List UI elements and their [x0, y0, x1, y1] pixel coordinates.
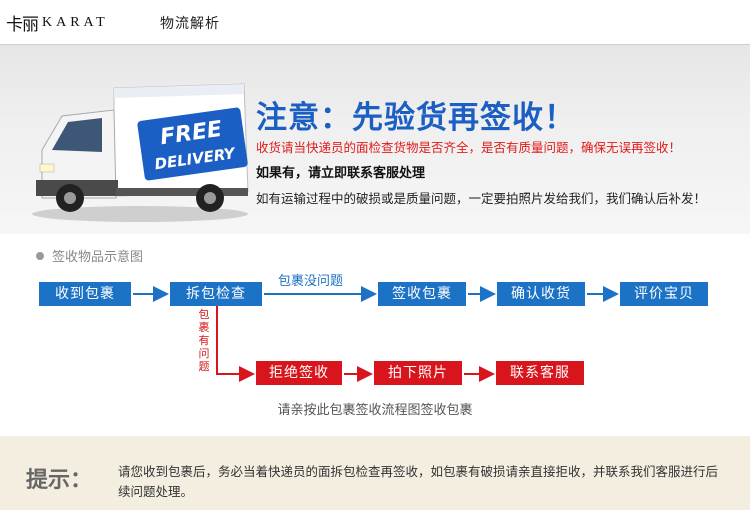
- step-inspect-package: 拆包检查: [170, 282, 262, 306]
- truck-shadow: [32, 206, 248, 222]
- step-sign-package: 签收包裹: [378, 282, 466, 306]
- truck-chassis: [116, 188, 248, 196]
- package-ok-label: 包裹没问题: [278, 274, 344, 289]
- arrow-inspect-to-reject: [216, 306, 255, 382]
- truck-headlight: [39, 163, 55, 173]
- bullet-dot-icon: [36, 251, 44, 260]
- badge-background: [137, 107, 248, 181]
- truck-windshield: [52, 118, 102, 152]
- notice-contact-text: 如果有，请立即联系客服处理: [256, 166, 426, 181]
- flow-instruction: 请亲按此包裹签收流程图签收包裹: [277, 403, 473, 418]
- header: 卡丽 KARAT 物流解析: [0, 0, 750, 44]
- notice-headline: 注意：先验货再签收！: [256, 100, 576, 136]
- tip-band: [0, 436, 750, 510]
- step-review-item: 评价宝贝: [620, 282, 708, 306]
- logo-english: KARAT: [42, 14, 109, 30]
- step-reject-signing: 拒绝签收: [256, 361, 342, 385]
- step-confirm-receipt: 确认收货: [497, 282, 585, 306]
- brand-logo: 卡丽 KARAT: [6, 10, 109, 36]
- tip-label: 提示：: [26, 468, 93, 493]
- logo-chinese: 卡丽: [6, 15, 39, 35]
- tip-text: 请您收到包裹后，务必当着快递员的面拆包检查再签收，如包裹有破损请亲直接拒收，并联…: [118, 464, 719, 499]
- step-receive-package: 收到包裹: [39, 282, 131, 306]
- flow-section-label: 签收物品示意图: [36, 246, 143, 265]
- notice-detail-text: 如有运输过程中的破损或是质量问题，一定要拍照片发给我们，我们确认后补发！: [256, 191, 707, 206]
- page-title: 物流解析: [160, 16, 220, 32]
- banner-divider: [0, 44, 750, 45]
- step-take-photos: 拍下照片: [374, 361, 462, 385]
- notice-warning-text: 收货请当快递员的面检查货物是否齐全，是否有质量问题，确保无误再签收！: [256, 140, 682, 155]
- free-delivery-badge: FREE DELIVERY: [137, 107, 248, 181]
- delivery-truck-image: FREE DELIVERY: [32, 83, 249, 222]
- step-contact-support: 联系客服: [496, 361, 584, 385]
- package-problem-label: 包裹有问题: [198, 308, 210, 373]
- flow-section-title: 签收物品示意图: [52, 250, 144, 265]
- cargo-roof: [114, 84, 244, 98]
